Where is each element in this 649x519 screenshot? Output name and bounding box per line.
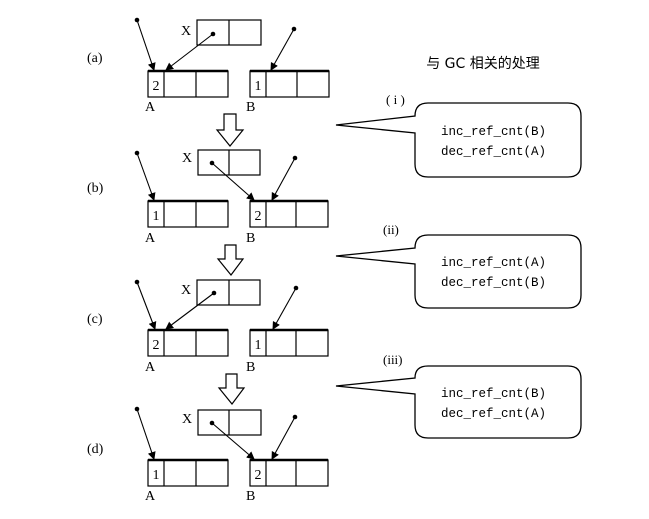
x-pointer [211, 162, 255, 201]
node-a: 2 [147, 328, 229, 357]
external-ref-b [271, 414, 298, 460]
x-pointer [165, 33, 214, 71]
node-x-label: X [181, 24, 191, 39]
callout-label: (ii) [383, 222, 399, 237]
node-b-label: B [246, 100, 255, 115]
node-b: 2 [249, 199, 329, 228]
external-ref-b [272, 285, 299, 330]
node-b-label: B [246, 360, 255, 375]
callout-label: (iii) [383, 352, 403, 367]
ref-count-b: 1 [255, 79, 262, 94]
speech-bubble [335, 102, 582, 178]
node-a: 1 [147, 199, 229, 228]
external-ref-b [271, 155, 298, 201]
callout-line-1: inc_ref_cnt(A) [441, 256, 546, 270]
ref-count-a: 1 [153, 468, 160, 483]
ref-count-a: 2 [153, 338, 160, 353]
callout-1: ( i ) inc_ref_cnt(B) dec_ref_cnt(A) [335, 92, 582, 178]
node-x [197, 149, 261, 176]
callout-line-2: dec_ref_cnt(B) [441, 276, 546, 290]
callout-line-2: dec_ref_cnt(A) [441, 145, 546, 159]
ref-count-b: 2 [255, 209, 262, 224]
callout-3: (iii) inc_ref_cnt(B) dec_ref_cnt(A) [335, 352, 582, 439]
external-ref-a [134, 150, 156, 201]
stage-c: (c) X 2 A 1 B [87, 279, 329, 375]
node-a-label: A [145, 231, 156, 246]
transition-arrow [217, 373, 246, 405]
external-ref-b [270, 26, 297, 71]
callout-line-1: inc_ref_cnt(B) [441, 387, 546, 401]
stage-b: (b) X 1 A 2 B [87, 149, 329, 246]
stage-a: (a) X 2 A 1 B [87, 17, 330, 115]
node-x [196, 19, 262, 46]
node-a: 1 [147, 458, 229, 487]
node-x [196, 279, 261, 306]
diagram-title: 与 GC 相关的处理 [426, 56, 540, 72]
node-a-label: A [145, 360, 156, 375]
stage-label: (c) [87, 312, 103, 327]
callout-line-1: inc_ref_cnt(B) [441, 125, 546, 139]
speech-bubble [335, 365, 582, 439]
transition-arrow [216, 244, 245, 276]
ref-count-a: 1 [153, 209, 160, 224]
x-pointer [211, 422, 255, 460]
node-b-label: B [246, 231, 255, 246]
node-x [197, 409, 262, 436]
stage-d: (d) X 1 A 2 B [87, 406, 329, 504]
ref-count-b: 2 [255, 468, 262, 483]
transition-arrow [215, 113, 245, 147]
speech-bubble [335, 234, 582, 309]
node-b: 1 [249, 328, 329, 357]
node-b: 1 [249, 69, 330, 98]
callout-label: ( i ) [386, 92, 405, 107]
x-pointer [165, 292, 215, 330]
node-a: 2 [147, 69, 229, 98]
callout-line-2: dec_ref_cnt(A) [441, 407, 546, 421]
external-ref-a [134, 17, 156, 71]
node-x-label: X [182, 412, 192, 427]
callout-2: (ii) inc_ref_cnt(A) dec_ref_cnt(B) [335, 222, 582, 309]
external-ref-a [134, 406, 156, 460]
node-a-label: A [145, 100, 156, 115]
node-b: 2 [249, 458, 329, 487]
ref-count-a: 2 [153, 79, 160, 94]
external-ref-a [134, 279, 157, 330]
stage-label: (d) [87, 442, 104, 457]
stage-label: (a) [87, 51, 103, 66]
stage-label: (b) [87, 181, 104, 196]
node-x-label: X [182, 151, 192, 166]
ref-count-b: 1 [255, 338, 262, 353]
node-a-label: A [145, 489, 156, 504]
node-b-label: B [246, 489, 255, 504]
node-x-label: X [181, 283, 191, 298]
